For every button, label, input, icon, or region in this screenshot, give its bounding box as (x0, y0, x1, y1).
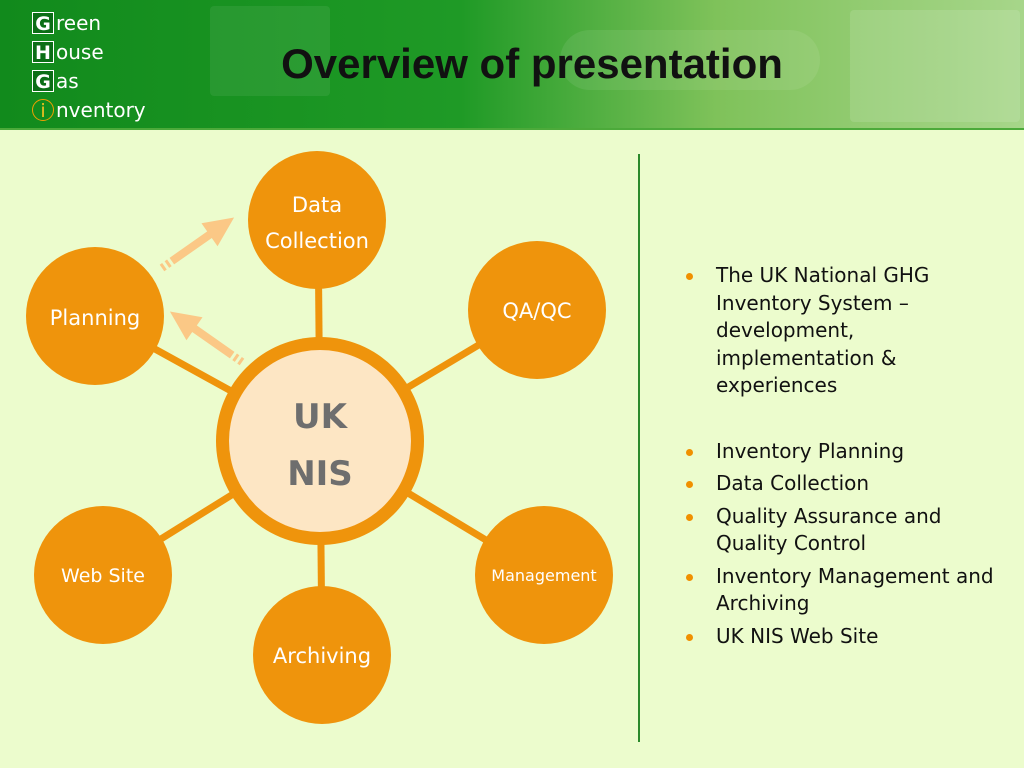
overview-bullet-list: The UK National GHG Inventory System – d… (682, 262, 1002, 655)
list-item: Inventory Planning (682, 438, 1002, 466)
arrow-center-to-planning (169, 311, 245, 366)
logo-word: nventory (56, 97, 146, 122)
bullet-dot-icon (686, 273, 693, 280)
bullet-text: Quality Assurance and Quality Control (716, 503, 942, 556)
node-qaqc: QA/QC (468, 241, 606, 379)
list-item: UK NIS Web Site (682, 623, 1002, 651)
node-label: Collection (265, 229, 369, 253)
nis-hub-diagram: UK NIS Data Collection QA/QC Planning We… (26, 151, 613, 724)
list-item: Inventory Management and Archiving (682, 563, 1002, 618)
list-item: Quality Assurance and Quality Control (682, 503, 1002, 558)
node-data-collection: Data Collection (248, 151, 386, 289)
node-archiving: Archiving (253, 586, 391, 724)
logo-letter: H (32, 40, 54, 64)
node-label: Data (292, 193, 342, 217)
arrow-planning-to-data-collection (159, 217, 235, 272)
page-title: Overview of presentation (281, 40, 783, 87)
node-management: Management (475, 506, 613, 644)
logo-word: as (56, 68, 79, 93)
center-label-line1: UK (293, 397, 349, 437)
bullet-text: The UK National GHG Inventory System – d… (716, 263, 930, 397)
banner-decoration (560, 30, 820, 90)
logo-letter: G (32, 11, 54, 35)
node-label: Management (491, 566, 596, 585)
node-label: Planning (50, 306, 140, 330)
list-item: The UK National GHG Inventory System – d… (682, 262, 1002, 400)
bullet-dot-icon (686, 633, 693, 641)
bullet-dot-icon (686, 481, 693, 488)
center-node: UK NIS (216, 337, 424, 545)
bullet-dot-icon (686, 513, 693, 521)
center-label-line2: NIS (287, 454, 353, 494)
bullet-dot-icon (686, 573, 693, 581)
node-label: Web Site (61, 565, 145, 587)
logo-letter: G (32, 69, 54, 93)
logo-letter: i (32, 98, 54, 122)
bullet-dot-icon (686, 448, 693, 456)
banner-decoration (850, 10, 1020, 122)
node-label: QA/QC (502, 299, 571, 323)
vertical-divider (638, 154, 640, 742)
node-label: Archiving (273, 644, 371, 668)
list-item: Data Collection (682, 470, 1002, 498)
node-web-site: Web Site (34, 506, 172, 644)
bullet-text: Data Collection (716, 471, 870, 495)
banner-decoration (210, 6, 330, 96)
bullet-text: UK NIS Web Site (716, 623, 879, 648)
node-planning: Planning (26, 247, 164, 385)
bullet-text: Inventory Planning (716, 438, 905, 463)
logo-word: reen (56, 10, 102, 35)
bullet-text: Inventory Management and Archiving (716, 563, 994, 616)
logo-word: ouse (56, 39, 104, 64)
